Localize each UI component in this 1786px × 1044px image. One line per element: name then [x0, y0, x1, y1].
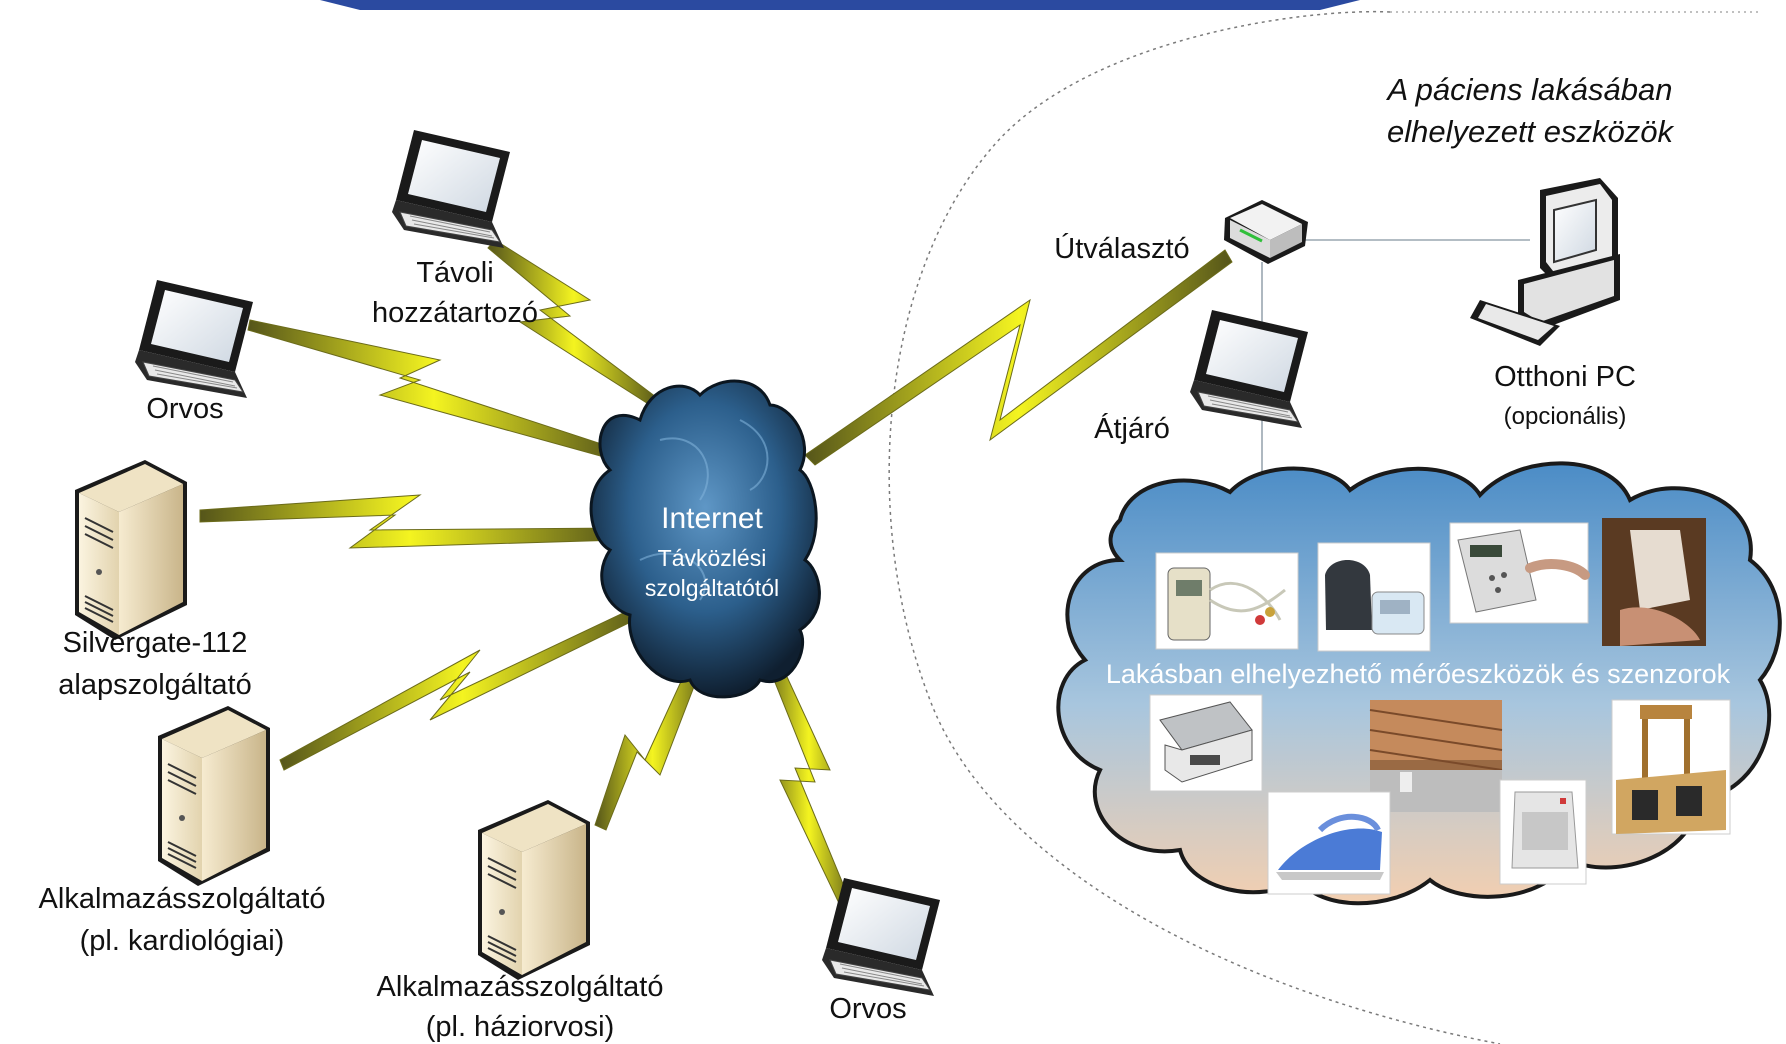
remote-relative-node[interactable]: Távoli hozzátartozó [372, 129, 538, 329]
lan-lines [1261, 239, 1530, 492]
desktop-pc-icon [1470, 178, 1620, 346]
laptop-icon [391, 129, 511, 249]
app-gp-line1: Alkalmazásszolgáltató [377, 971, 664, 1003]
bolt-router [804, 249, 1233, 466]
doctor-bottom-node[interactable]: Orvos [821, 877, 941, 1025]
sensors-cloud: Lakásban elhelyezhető mérőeszközök és sz… [1056, 461, 1782, 906]
gateway-label: Átjáró [1094, 412, 1170, 445]
chair-sensor-photo [1611, 699, 1731, 835]
router-icon [1224, 200, 1308, 264]
server-icon [477, 799, 591, 981]
iron-photo [1267, 791, 1391, 895]
server-icon [157, 705, 271, 887]
blood-pressure-monitor-photo [1317, 542, 1431, 652]
internet-cloud: Internet Távközlési szolgáltatótól [589, 379, 821, 699]
app-gp-node[interactable]: Alkalmazásszolgáltató (pl. háziorvosi) [377, 799, 664, 1043]
router-label: Útválasztó [1054, 232, 1189, 265]
remote-relative-line2: hozzátartozó [372, 297, 538, 329]
home-pc-line1: Otthoni PC [1494, 361, 1636, 393]
wireless-links [199, 239, 1233, 923]
laptop-icon [1189, 309, 1309, 429]
app-cardio-line2: (pl. kardiológiai) [80, 925, 285, 957]
laptop-icon [821, 877, 941, 997]
wearable-sensor-photo [1602, 518, 1706, 646]
sensors-caption: Lakásban elhelyezhető mérőeszközök és sz… [1106, 659, 1731, 689]
silvergate-line2: alapszolgáltató [58, 669, 251, 701]
top-banner [320, 0, 1360, 10]
doctor-bottom-label: Orvos [829, 993, 906, 1025]
router-node[interactable]: Útválasztó [1054, 200, 1308, 265]
alarm-keypad-photo [1449, 522, 1590, 624]
app-cardio-node[interactable]: Alkalmazásszolgáltató (pl. kardiológiai) [39, 705, 326, 957]
internet-line1: Távközlési [658, 545, 767, 571]
ecg-device-photo [1155, 552, 1299, 650]
silvergate-line1: Silvergate-112 [63, 627, 248, 659]
internet-title: Internet [661, 502, 763, 535]
gateway-node[interactable]: Átjáró [1094, 309, 1309, 445]
home-caption-line1: A páciens lakásában [1386, 72, 1673, 107]
silvergate-node[interactable]: Silvergate-112 alapszolgáltató [58, 459, 252, 701]
bolt-app-cardio [279, 604, 646, 771]
home-caption-line2: elhelyezett eszközök [1387, 114, 1675, 149]
app-cardio-line1: Alkalmazásszolgáltató [39, 883, 326, 915]
doctor-top-node[interactable]: Orvos [134, 279, 254, 425]
home-boundary [888, 10, 1501, 1044]
server-icon [74, 459, 188, 641]
home-pc-node[interactable]: Otthoni PC (opcionális) [1470, 178, 1636, 430]
motion-sensor-photo [1499, 779, 1587, 885]
home-pc-line2: (opcionális) [1504, 403, 1627, 430]
doctor-top-label: Orvos [146, 393, 223, 425]
mattress-sensor-photo [1369, 700, 1503, 812]
scale-photo [1149, 694, 1263, 792]
bolt-silvergate [199, 494, 621, 549]
remote-relative-line1: Távoli [416, 257, 493, 289]
laptop-icon [134, 279, 254, 399]
internet-line2: szolgáltatótól [645, 575, 779, 601]
app-gp-line2: (pl. háziorvosi) [426, 1011, 615, 1043]
